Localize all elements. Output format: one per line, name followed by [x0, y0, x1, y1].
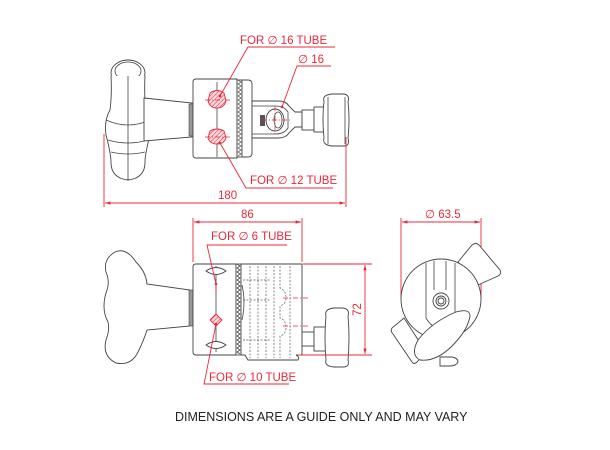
side-view: 86 [103, 209, 372, 385]
end-view: ∅ 63.5 [390, 209, 502, 367]
jaw-top [251, 100, 303, 139]
dimension-height: 72 [298, 263, 372, 356]
label-for-16-tube: FOR ∅ 16 TUBE [240, 35, 327, 47]
jaw-side [240, 263, 310, 361]
label-for-6-tube: FOR ∅ 6 TUBE [211, 231, 292, 243]
t-handle-side [103, 250, 191, 365]
t-handle-top [105, 59, 151, 181]
clamp-body-top [192, 78, 253, 159]
label-for-12-tube: FOR ∅ 12 TUBE [250, 175, 337, 187]
dim-72: 72 [352, 303, 364, 316]
callout-12-tube: FOR ∅ 12 TUBE [218, 141, 337, 189]
callout-6-tube: FOR ∅ 6 TUBE [206, 231, 292, 286]
label-hole-16: ∅ 16 [298, 54, 324, 66]
knob-side [301, 307, 350, 368]
callout-hole-16: ∅ 16 [280, 54, 331, 109]
dimension-body-width: 86 [192, 209, 303, 262]
dim-180: 180 [218, 190, 237, 202]
clamp-body-side [192, 263, 242, 356]
top-view: FOR ∅ 16 TUBE ∅ 16 FOR ∅ 12 TUBE 180 [103, 35, 350, 207]
dimension-overall-length: 180 [103, 134, 347, 207]
dim-63-5: ∅ 63.5 [425, 209, 461, 221]
callout-16-tube: FOR ∅ 16 TUBE [218, 35, 335, 98]
disclaimer-note: DIMENSIONS ARE A GUIDE ONLY AND MAY VARY [175, 410, 468, 424]
label-for-10-tube: FOR ∅ 10 TUBE [209, 372, 296, 384]
dim-86: 86 [241, 209, 254, 221]
callout-10-tube: FOR ∅ 10 TUBE [203, 322, 296, 385]
knob-top [301, 93, 350, 147]
stem-top [143, 97, 193, 142]
